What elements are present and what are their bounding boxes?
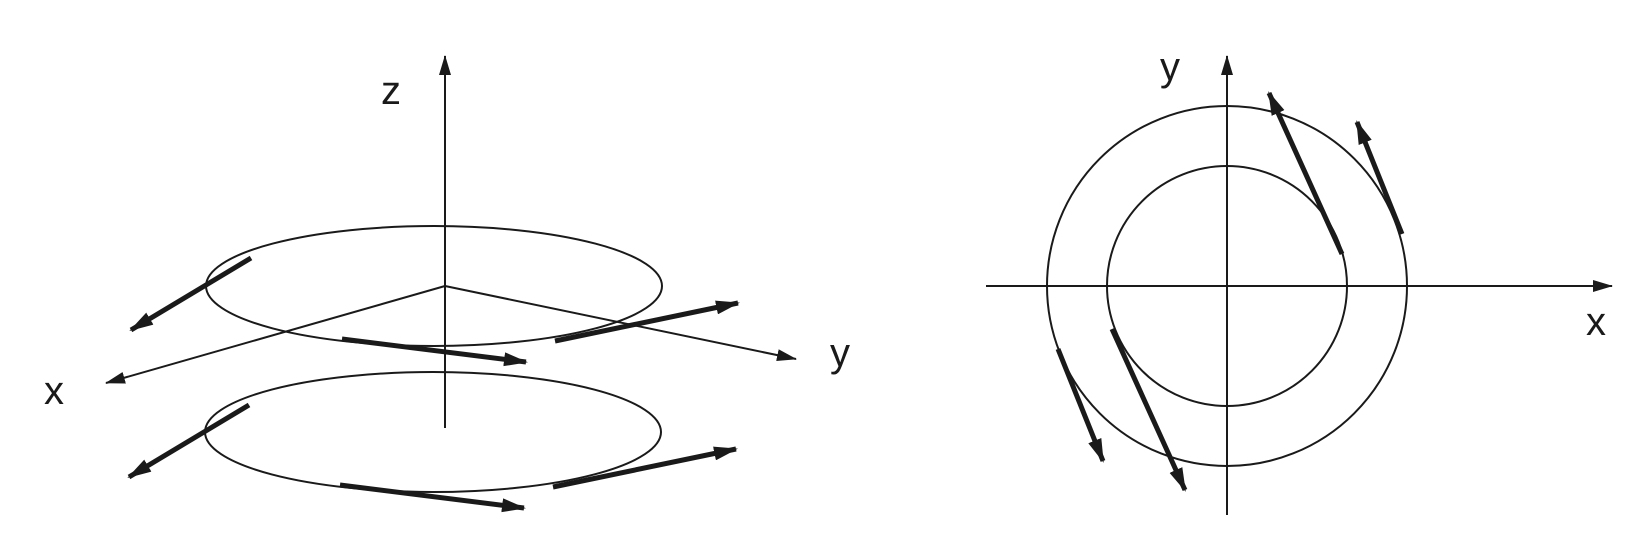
lower-front-arrow <box>339 482 526 513</box>
inner-circle <box>1106 165 1348 407</box>
upper-right-arrow <box>554 300 740 344</box>
upper-left-arrow <box>129 255 253 333</box>
upper-inner-arrow <box>1266 91 1345 256</box>
outer-circle <box>1046 105 1408 467</box>
left-y-label: y <box>830 331 850 375</box>
upper-front-arrow <box>341 336 528 367</box>
right-top-view <box>986 55 1613 515</box>
y-axis <box>444 285 797 362</box>
left-x-label: x <box>44 369 64 413</box>
lower-outer-arrow <box>1055 348 1106 463</box>
left-3d-view <box>105 55 797 513</box>
lower-left-arrow <box>127 402 251 480</box>
upper-current-loop <box>205 225 663 347</box>
lower-current-loop <box>204 371 662 493</box>
right-y-label: y <box>1160 45 1180 89</box>
lower-right-arrow <box>552 446 738 490</box>
left-z-label: z <box>381 69 401 113</box>
x-axis <box>105 285 446 384</box>
lower-inner-arrow <box>1109 327 1188 492</box>
right-x-label: x <box>1586 300 1606 344</box>
upper-outer-arrow <box>1354 120 1405 235</box>
